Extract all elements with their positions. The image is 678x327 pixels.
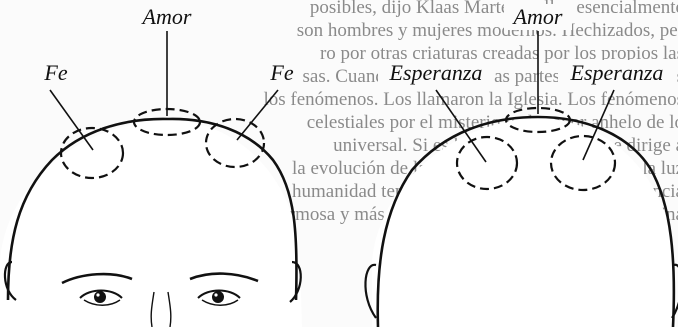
left-head: Amor Fe Fe xyxy=(0,4,302,327)
right-head-fill xyxy=(372,118,676,327)
right-head-esperanza-left-label: Esperanza xyxy=(389,60,483,85)
left-head-fe-left-leader xyxy=(50,90,93,150)
left-head-fe-left-label: Fe xyxy=(43,60,67,85)
left-head-fill xyxy=(0,120,302,327)
left-head-amor-label: Amor xyxy=(141,4,192,29)
right-head-esperanza-right-label: Esperanza xyxy=(570,60,664,85)
left-head-fe-right-leader xyxy=(237,90,278,140)
left-head-fe-right-label: Fe xyxy=(269,60,293,85)
right-head-amor-label: Amor xyxy=(512,4,563,29)
right-head: Amor Esperanza Esperanza xyxy=(365,4,678,327)
